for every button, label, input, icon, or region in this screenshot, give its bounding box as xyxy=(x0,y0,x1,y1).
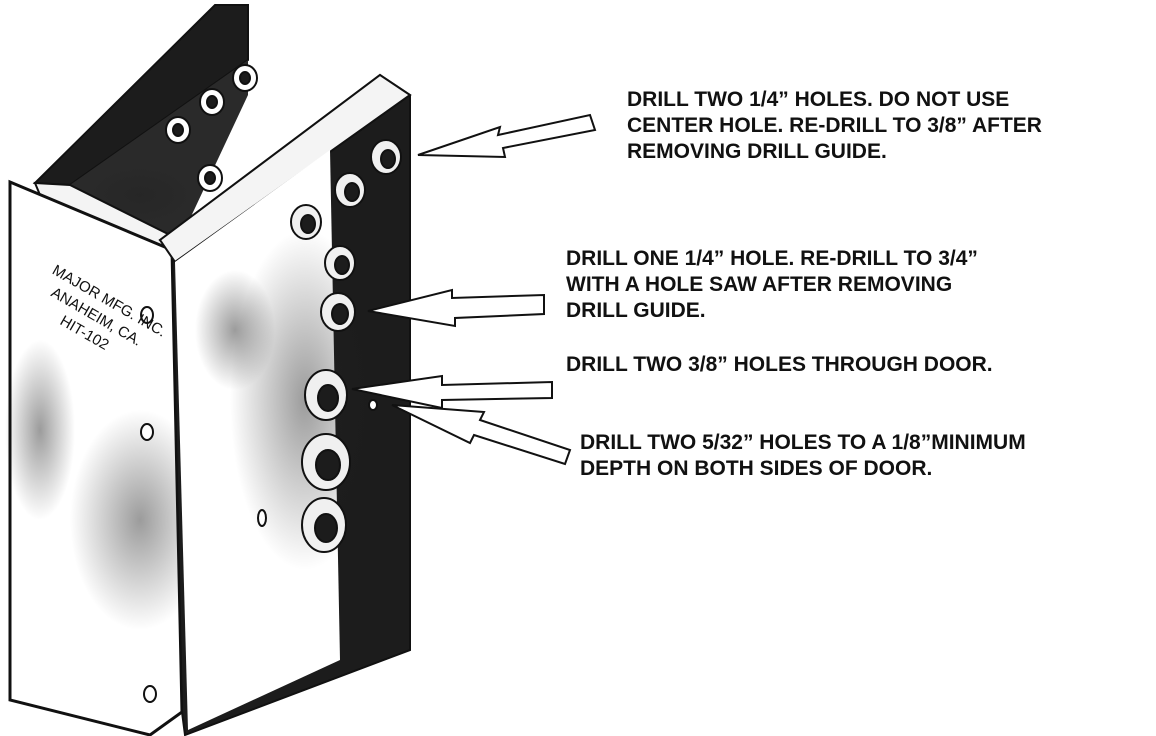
callout-4-line-2: DEPTH ON BOTH SIDES OF DOOR. xyxy=(580,457,933,480)
shading xyxy=(195,270,275,390)
callout-3-line-1: DRILL TWO 3/8” HOLES THROUGH DOOR. xyxy=(566,353,993,376)
callout-text-1: DRILL TWO 1/4” HOLES. DO NOT USE CENTER … xyxy=(627,87,1042,165)
callout-arrow-4 xyxy=(391,404,572,466)
callout-1-line-1: DRILL TWO 1/4” HOLES. DO NOT USE xyxy=(627,88,1010,111)
callout-4-line-1: DRILL TWO 5/32” HOLES TO A 1/8”MINIMUM xyxy=(580,431,1026,454)
callout-2-line-3: DRILL GUIDE. xyxy=(566,299,706,322)
callout-1-line-2: CENTER HOLE. RE-DRILL TO 3/8” AFTER xyxy=(627,114,1042,137)
shading xyxy=(5,340,75,520)
right-edge-strip xyxy=(158,73,412,264)
callout-2-line-1: DRILL ONE 1/4” HOLE. RE-DRILL TO 3/4” xyxy=(566,247,978,270)
callout-arrow-1 xyxy=(417,113,597,159)
callout-text-2: DRILL ONE 1/4” HOLE. RE-DRILL TO 3/4” WI… xyxy=(566,246,978,324)
callout-arrow-2 xyxy=(367,288,545,328)
callout-text-4: DRILL TWO 5/32” HOLES TO A 1/8”MINIMUM D… xyxy=(580,430,1026,482)
callout-1-line-3: REMOVING DRILL GUIDE. xyxy=(627,140,887,163)
callout-text-3: DRILL TWO 3/8” HOLES THROUGH DOOR. xyxy=(566,352,993,378)
right-panel-bushings xyxy=(257,139,402,553)
callout-arrow-3 xyxy=(351,374,553,410)
callout-2-line-2: WITH A HOLE SAW AFTER REMOVING xyxy=(566,273,953,296)
back-plate-holes xyxy=(165,64,258,192)
shading xyxy=(70,410,210,630)
left-face-holes xyxy=(140,306,157,703)
